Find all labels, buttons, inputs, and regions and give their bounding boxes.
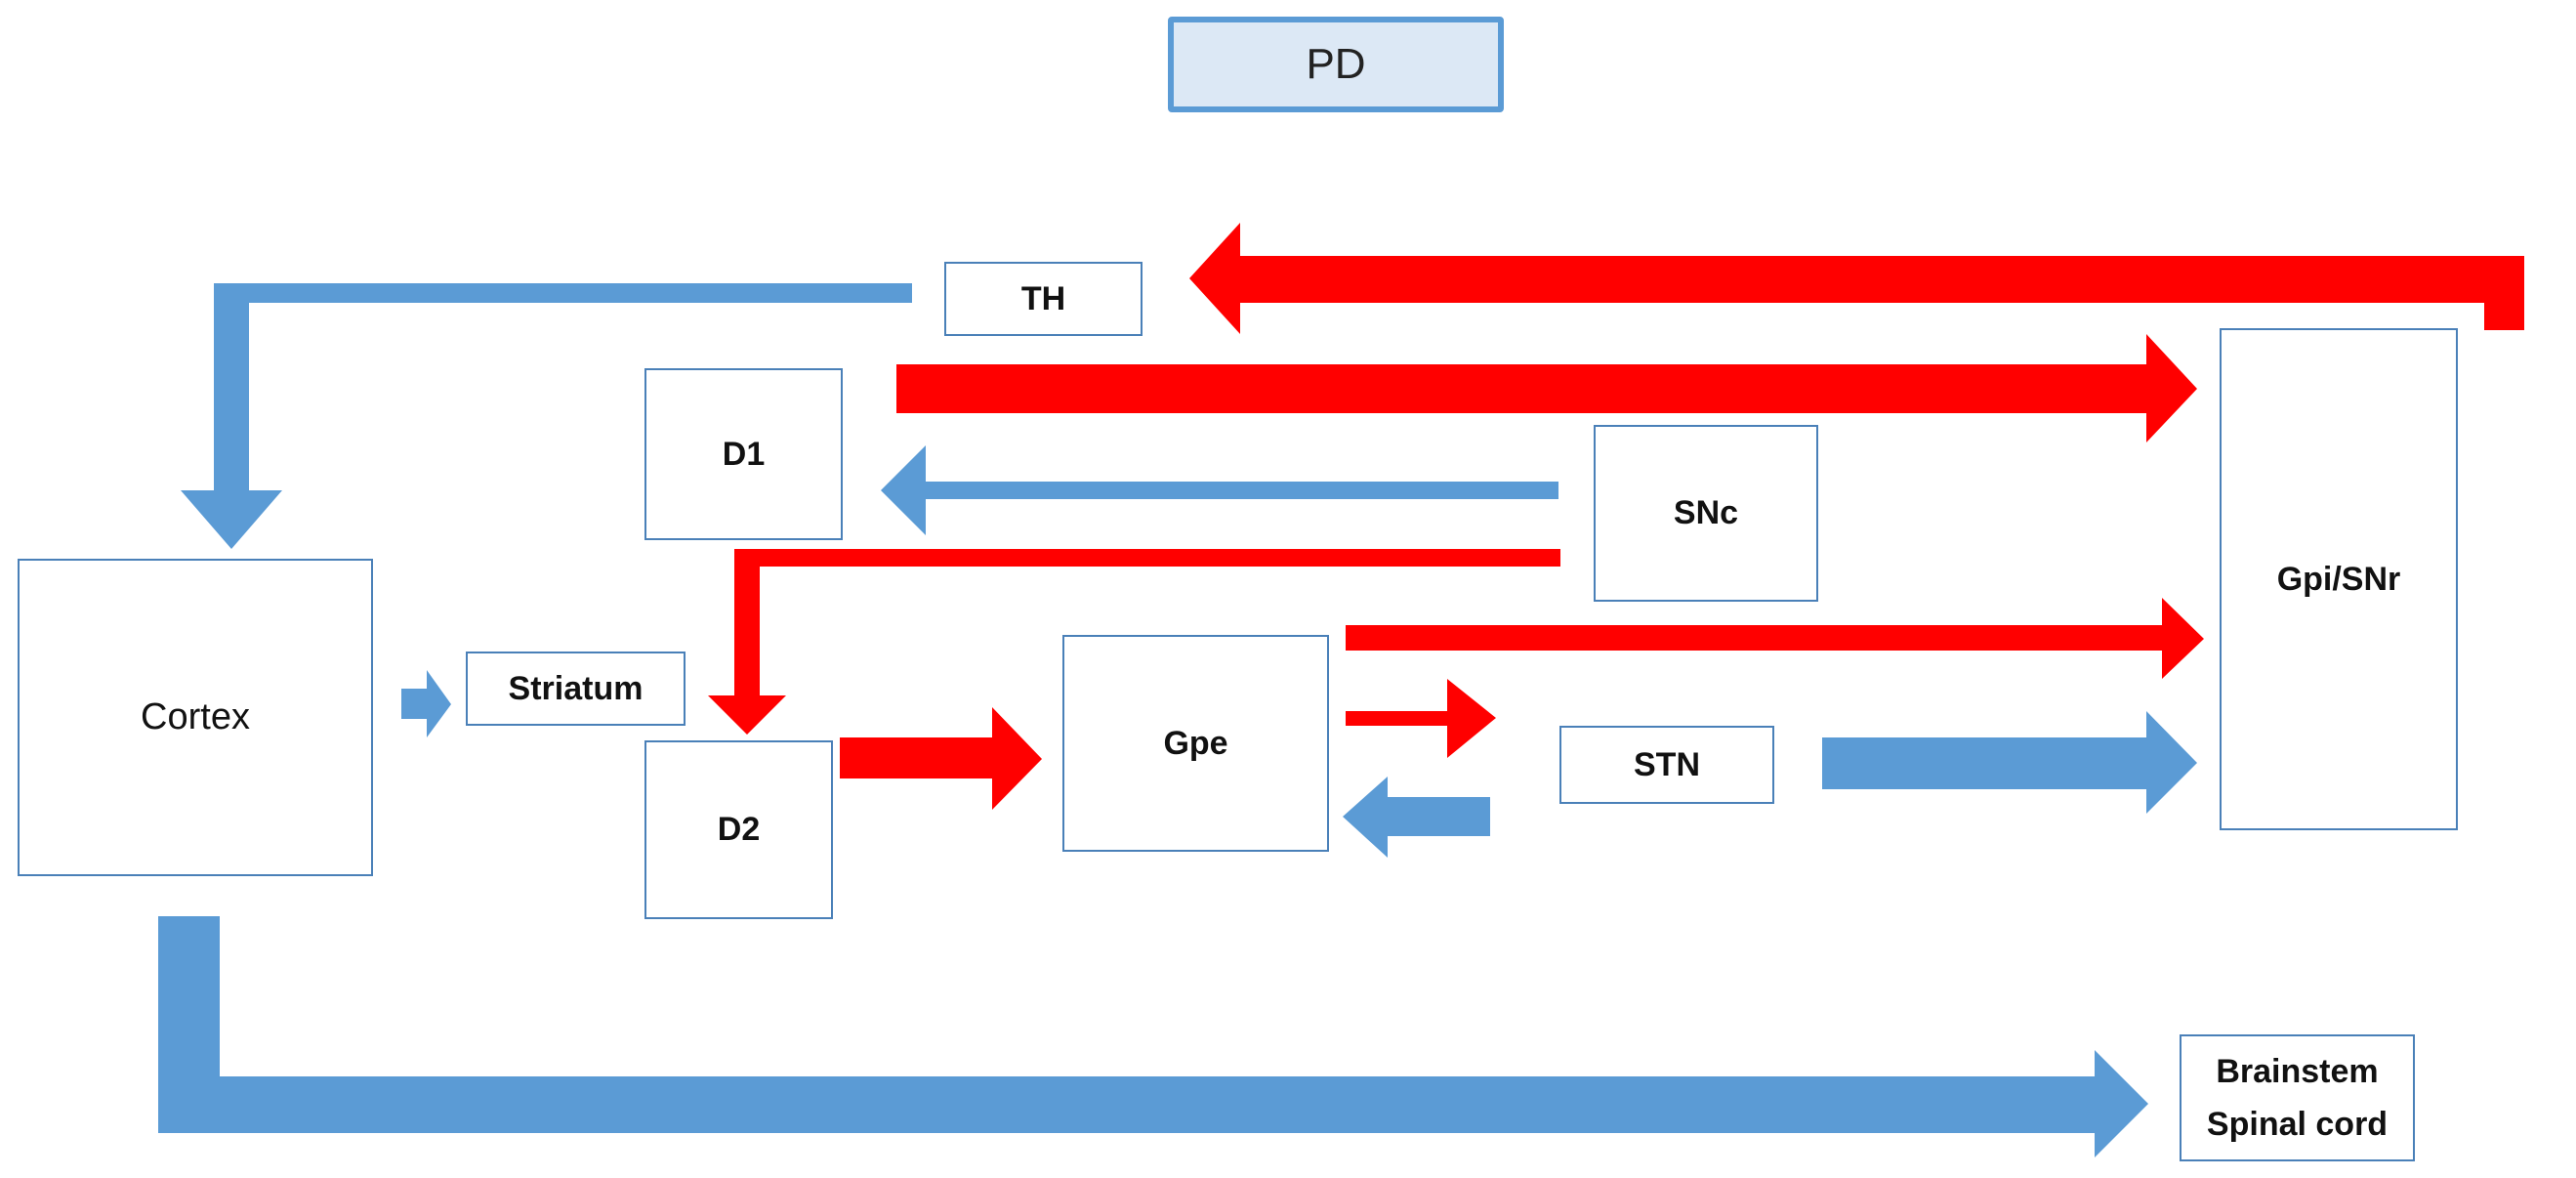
node-snc: SNc bbox=[1594, 425, 1818, 602]
node-gpe: Gpe bbox=[1062, 635, 1329, 852]
arrow-gpi-to-th bbox=[1189, 223, 2524, 334]
node-d1: D1 bbox=[644, 368, 843, 540]
arrow-th-to-cortex bbox=[181, 283, 912, 549]
node-d2-label: D2 bbox=[717, 811, 761, 848]
node-gpe-label: Gpe bbox=[1163, 724, 1228, 762]
node-stn-label: STN bbox=[1634, 745, 1700, 783]
arrow-stn-to-gpi bbox=[1822, 711, 2197, 814]
node-cortex: Cortex bbox=[18, 559, 373, 876]
arrow-stn-to-gpe bbox=[1343, 777, 1490, 858]
node-snc-label: SNc bbox=[1673, 494, 1739, 531]
arrow-snc-to-d1 bbox=[881, 445, 1558, 535]
node-th: TH bbox=[944, 262, 1143, 336]
arrow-gpe-to-gpi bbox=[1346, 598, 2204, 679]
arrow-d1-to-gpi bbox=[896, 334, 2197, 442]
node-gpi-snr: Gpi/SNr bbox=[2220, 328, 2458, 830]
node-gpi-snr-label: Gpi/SNr bbox=[2276, 560, 2401, 598]
arrow-d2-to-gpe bbox=[840, 707, 1042, 810]
node-brainstem-label: Brainstem bbox=[2216, 1052, 2379, 1090]
node-stn: STN bbox=[1559, 726, 1774, 804]
node-striatum-label: Striatum bbox=[508, 669, 644, 707]
title-box: PD bbox=[1168, 17, 1504, 112]
node-spinal-cord-label: Spinal cord bbox=[2206, 1106, 2389, 1143]
arrow-cortex-to-brainstem bbox=[158, 916, 2148, 1157]
arrow-gpe-to-stn bbox=[1346, 679, 1496, 758]
node-striatum: Striatum bbox=[466, 652, 686, 726]
node-d2: D2 bbox=[644, 740, 833, 919]
title-text: PD bbox=[1306, 40, 1366, 88]
arrow-cortex-to-striatum bbox=[401, 670, 451, 737]
node-brainstem-spinal-cord: Brainstem Spinal cord bbox=[2180, 1034, 2415, 1161]
node-d1-label: D1 bbox=[722, 435, 766, 473]
node-cortex-label: Cortex bbox=[141, 696, 250, 737]
node-th-label: TH bbox=[1020, 279, 1066, 317]
